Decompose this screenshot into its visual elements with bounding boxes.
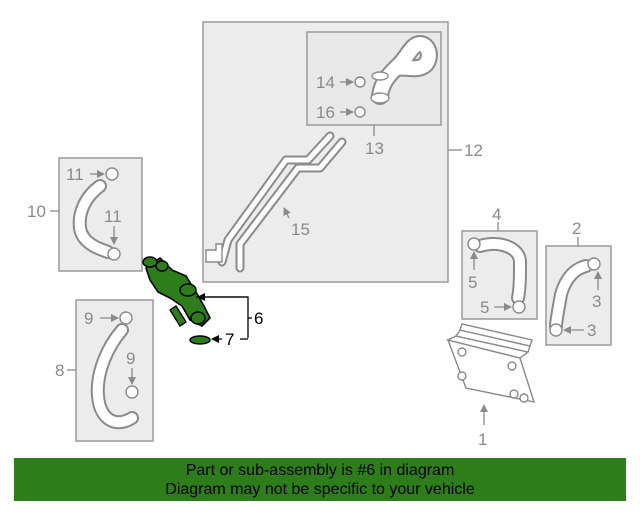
assembly-box-8 [67, 299, 154, 442]
callout-11a: 11 [66, 165, 84, 184]
banner-line-1: Part or sub-assembly is #6 in diagram [185, 462, 455, 479]
callout-14: 14 [316, 73, 335, 92]
callout-16: 16 [316, 103, 335, 122]
callout-9a: 9 [84, 309, 93, 328]
assembly-box-2 [545, 237, 612, 346]
callout-8: 8 [55, 361, 64, 380]
callout-12: 12 [464, 141, 483, 160]
callout-11b: 11 [104, 207, 122, 226]
assembly-box-10 [50, 157, 143, 272]
callout-10: 10 [27, 202, 46, 221]
callout-5b: 5 [480, 298, 489, 317]
banner-line-2: Diagram may not be specific to your vehi… [165, 481, 475, 498]
clamp-14-icon [340, 76, 366, 88]
parts-diagram: 1 2 3 3 4 5 5 6 7 8 9 9 10 11 11 12 13 1… [27, 21, 612, 449]
callout-6: 6 [254, 309, 263, 328]
part-6-highlighted [142, 256, 252, 345]
callout-7: 7 [225, 330, 234, 349]
callout-2: 2 [572, 219, 581, 238]
callout-5a: 5 [468, 273, 477, 292]
clamp-16-icon [340, 106, 366, 118]
info-banner: Part or sub-assembly is #6 in diagram Di… [14, 458, 626, 501]
callout-3b: 3 [587, 321, 596, 340]
assembly-box-12 [202, 21, 462, 283]
hose-13 [370, 35, 438, 105]
callout-9b: 9 [126, 349, 135, 368]
callout-13: 13 [365, 139, 384, 158]
callout-3a: 3 [592, 292, 601, 311]
pipe-15 [205, 131, 347, 273]
oil-cooler-1 [445, 323, 536, 425]
callout-4: 4 [492, 205, 501, 224]
callout-15: 15 [291, 220, 310, 239]
assembly-box-4 [461, 222, 538, 320]
callout-1: 1 [478, 430, 487, 449]
